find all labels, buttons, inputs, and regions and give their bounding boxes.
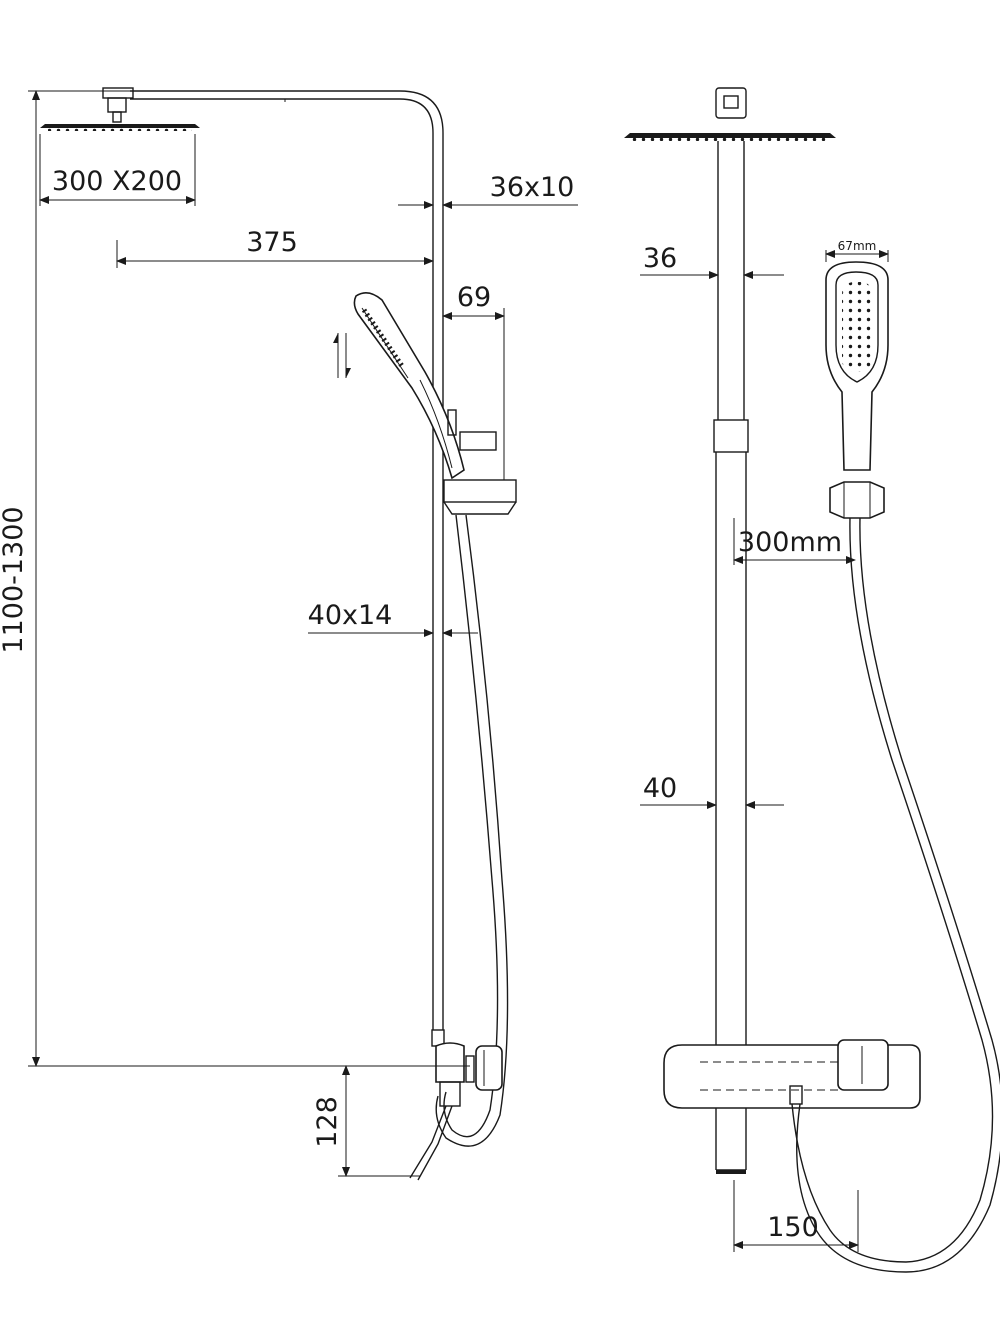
label-arm-profile: 36x10 (490, 172, 575, 203)
hand-shower-front (825, 261, 889, 471)
label-handshower-width: 67mm (838, 239, 877, 253)
label-upper-tube: 36 (643, 243, 677, 274)
dim-lower-tube: 40 (640, 773, 784, 809)
hand-shower-side (353, 292, 465, 480)
dim-arm-profile: 36x10 (398, 172, 578, 209)
hand-holder-front (829, 481, 885, 519)
lower-tube (715, 452, 747, 1174)
dim-handshower-width: 67mm (825, 239, 889, 262)
dim-hand-offset: 300mm (733, 518, 856, 565)
hose-side (435, 514, 509, 1147)
mixer-valve-side (409, 1029, 503, 1181)
shower-arm (130, 90, 444, 1030)
dim-holder-offset: 69 (442, 282, 505, 480)
label-arm-reach: 375 (246, 227, 298, 258)
front-view: 36 67mm 300mm 40 150 (624, 87, 1000, 1273)
dim-upper-tube: 36 (640, 243, 784, 279)
dim-arm-reach: 375 (116, 227, 434, 268)
dim-valve-height: 128 (312, 1065, 420, 1177)
dim-head-size: 300 X200 (39, 134, 196, 206)
label-total-height: 1100-1300 (0, 506, 29, 653)
label-valve-depth: 150 (767, 1212, 819, 1243)
up-down-arrow-icon (333, 333, 351, 378)
label-head-size: 300 X200 (52, 166, 182, 197)
side-view: 300 X200 36x10 375 69 1100-1300 (0, 87, 578, 1181)
overhead-shower-head-front (624, 87, 836, 141)
dim-valve-depth: 150 (733, 1180, 859, 1252)
slide-holder (443, 409, 517, 515)
overhead-shower-head (40, 87, 200, 131)
upper-tube (713, 141, 749, 453)
label-valve-height: 128 (312, 1096, 343, 1148)
mixer-valve-front (663, 1039, 921, 1109)
label-lower-tube: 40 (643, 773, 677, 804)
dim-total-height: 1100-1300 (0, 90, 470, 1067)
hose-front (791, 517, 1000, 1273)
label-rail-profile: 40x14 (308, 600, 393, 631)
label-holder-offset: 69 (457, 282, 491, 313)
dim-rail-profile: 40x14 (308, 600, 478, 637)
label-hand-offset: 300mm (738, 527, 842, 558)
